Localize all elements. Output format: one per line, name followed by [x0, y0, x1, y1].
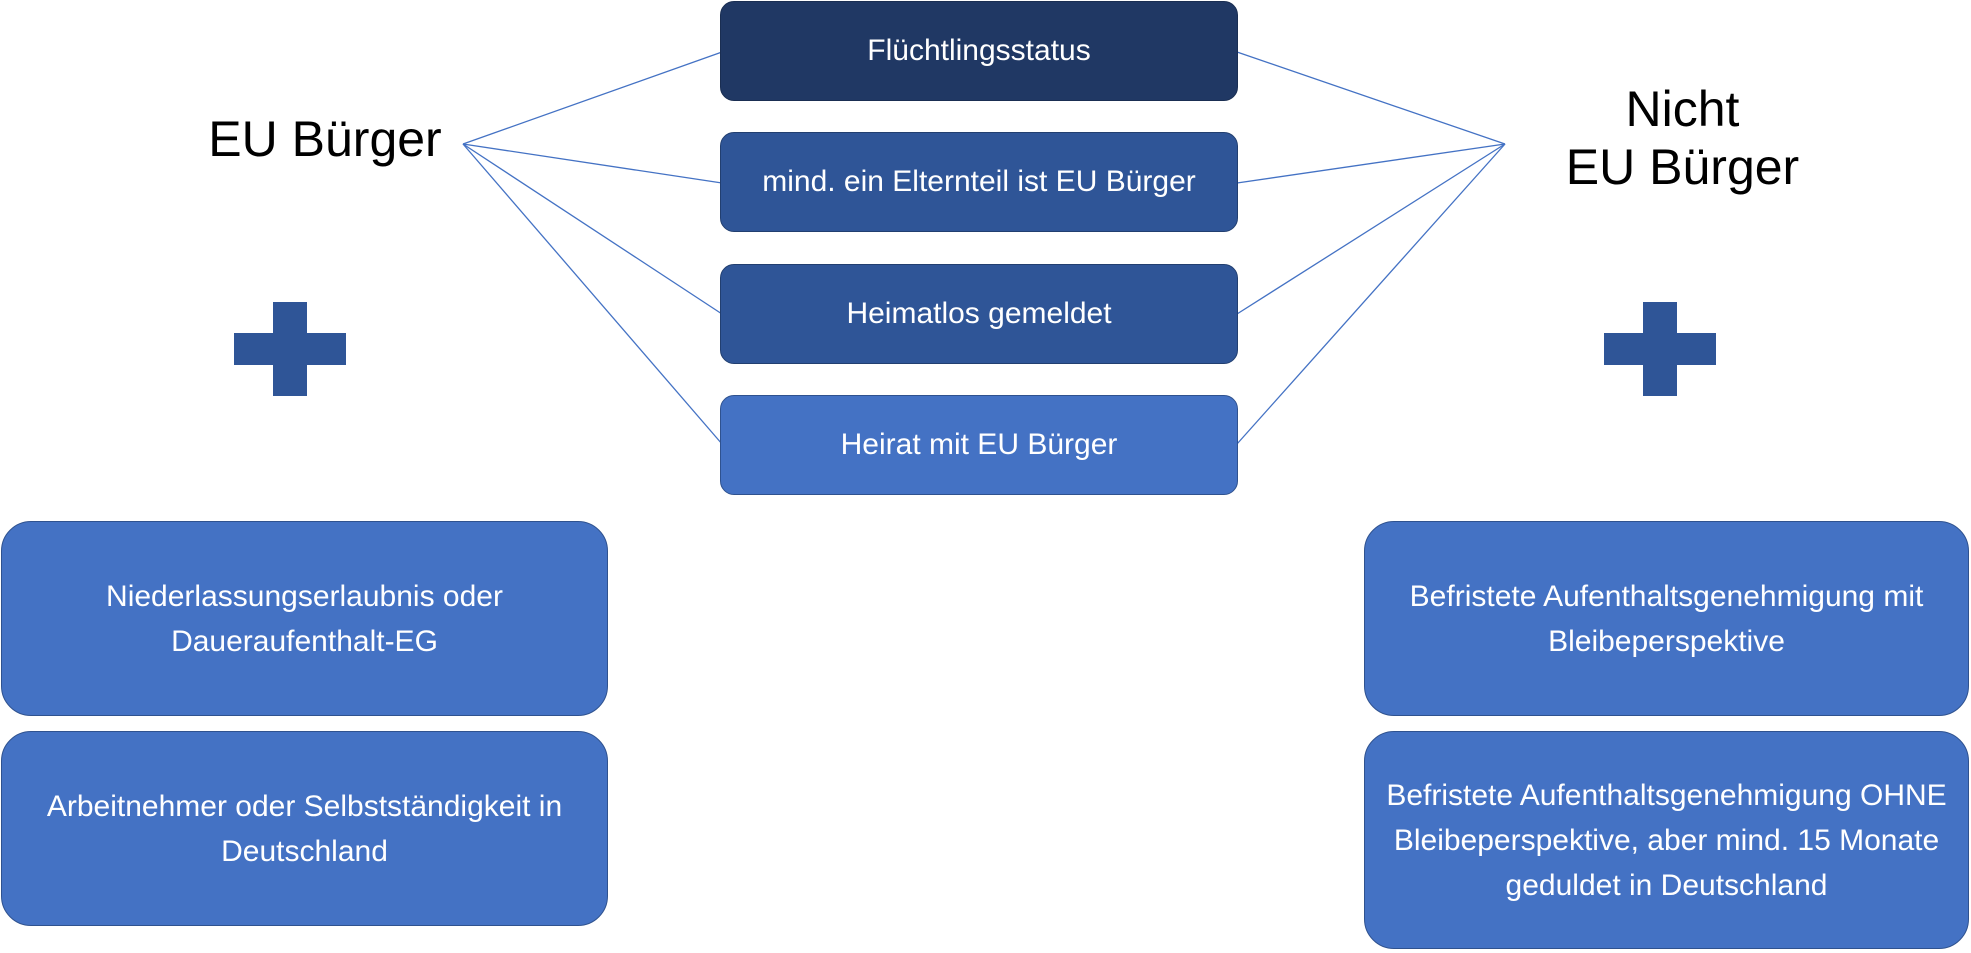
heading-non-eu-citizen: Nicht EU Bürger [1530, 80, 1835, 196]
eu-requirement-residence-permit: Niederlassungserlaubnis oder Daueraufent… [1, 521, 608, 716]
plus-icon [1604, 302, 1716, 396]
criterion-refugee-status: Flüchtlingsstatus [720, 1, 1238, 101]
criterion-label: Heirat mit EU Bürger [840, 428, 1118, 461]
requirement-label: Befristete Aufenthaltsgenehmigung mit Bl… [1409, 579, 1924, 658]
connector-noneu-criterion-1 [1236, 51, 1506, 145]
plus-icon [234, 302, 346, 396]
connector-noneu-criterion-3 [1236, 143, 1506, 315]
criterion-eu-parent: mind. ein Elternteil ist EU Bürger [720, 132, 1238, 232]
requirement-label: Arbeitnehmer oder Selbstständigkeit in D… [46, 789, 563, 868]
connector-eu-criterion-3 [462, 143, 723, 315]
criterion-label: Heimatlos gemeldet [846, 297, 1112, 330]
criterion-label: Flüchtlingsstatus [867, 34, 1091, 67]
criterion-stateless: Heimatlos gemeldet [720, 264, 1238, 364]
non-eu-requirement-without-perspective: Befristete Aufenthaltsgenehmigung OHNE B… [1364, 731, 1969, 949]
connector-eu-criterion-2 [462, 143, 723, 184]
connector-noneu-criterion-4 [1236, 143, 1506, 445]
requirement-label: Befristete Aufenthaltsgenehmigung OHNE B… [1386, 778, 1947, 902]
criterion-label: mind. ein Elternteil ist EU Bürger [762, 165, 1196, 198]
heading-non-eu-line-1: Nicht [1625, 81, 1740, 137]
connector-eu-criterion-1 [462, 51, 723, 145]
heading-eu-citizen: EU Bürger [208, 111, 442, 167]
non-eu-requirement-with-perspective: Befristete Aufenthaltsgenehmigung mit Bl… [1364, 521, 1969, 716]
connector-eu-criterion-4 [462, 143, 723, 445]
criterion-marriage-eu-citizen: Heirat mit EU Bürger [720, 395, 1238, 495]
connector-noneu-criterion-2 [1236, 143, 1506, 184]
heading-non-eu-line-2: EU Bürger [1565, 139, 1800, 195]
eu-requirement-employment: Arbeitnehmer oder Selbstständigkeit in D… [1, 731, 608, 926]
requirement-label: Niederlassungserlaubnis oder Daueraufent… [106, 579, 503, 658]
